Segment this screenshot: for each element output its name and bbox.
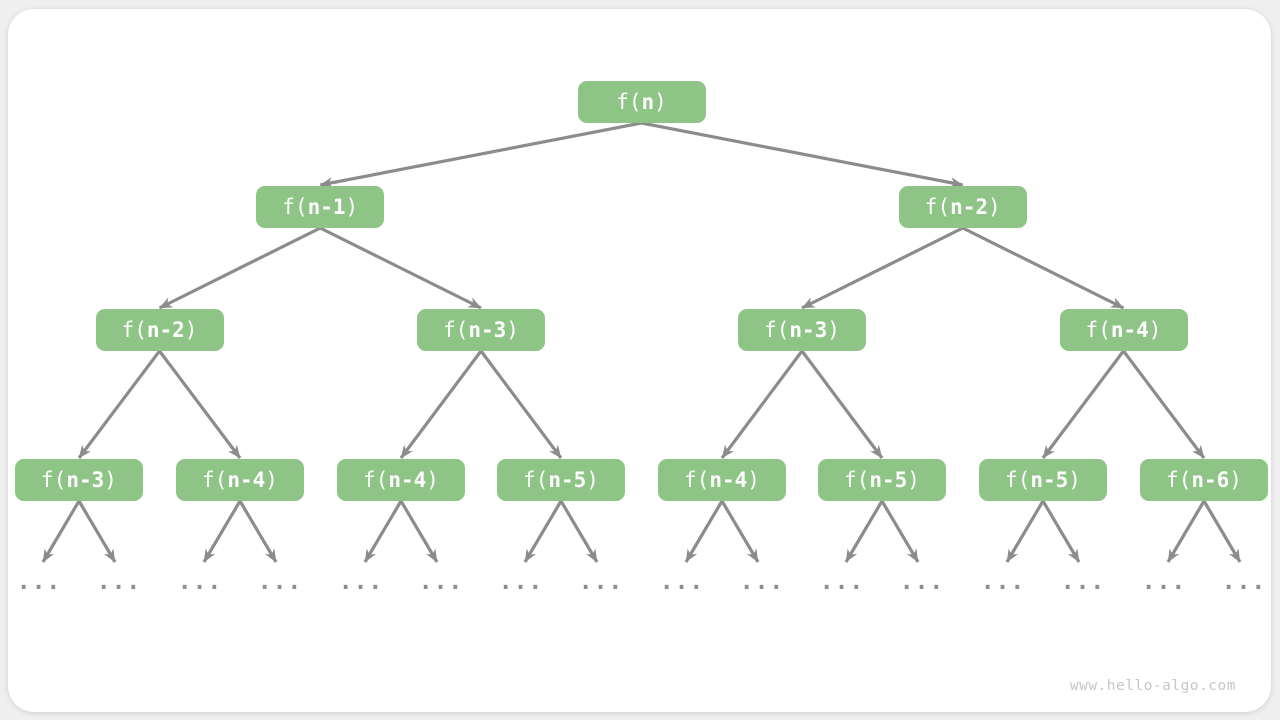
ellipsis-leaf: ... [1141, 569, 1187, 595]
node-label-variable: n-3 [66, 468, 105, 492]
ellipsis-leaf: ... [819, 569, 865, 595]
tree-node-level3-1: f(n-2) [95, 309, 224, 351]
node-label-suffix: ) [654, 90, 667, 114]
tree-node-level4-2: f(n-4) [176, 459, 304, 501]
node-label-variable: n-2 [146, 318, 185, 342]
node-label-suffix: ) [265, 468, 278, 492]
tree-node-level4-4: f(n-5) [497, 459, 625, 501]
tree-node-level4-6: f(n-5) [818, 459, 946, 501]
tree-node-level4-1: f(n-3) [15, 459, 143, 501]
node-label-variable: n-1 [307, 195, 346, 219]
node-label-prefix: f( [764, 318, 790, 342]
node-label-variable: n-3 [789, 318, 828, 342]
watermark: www.hello-algo.com [1069, 678, 1236, 694]
tree-node-level4-7: f(n-5) [979, 459, 1107, 501]
ellipsis-leaf: ... [16, 569, 62, 595]
node-label-variable: n-6 [1191, 468, 1230, 492]
node-label-variable: n-5 [548, 468, 587, 492]
node-label-suffix: ) [747, 468, 760, 492]
tree-node-level3-3: f(n-3) [738, 309, 866, 351]
ellipsis-leaf: ... [498, 569, 544, 595]
node-label-prefix: f( [1005, 468, 1031, 492]
node-label-prefix: f( [202, 468, 228, 492]
node-label-variable: n-4 [1110, 318, 1149, 342]
node-label-suffix: ) [827, 318, 840, 342]
node-label-prefix: f( [616, 90, 642, 114]
node-label-suffix: ) [345, 195, 359, 219]
ellipsis-leaf: ... [418, 569, 464, 595]
node-label-prefix: f( [684, 468, 710, 492]
node-label-prefix: f( [924, 195, 951, 219]
ellipsis-leaf: ... [96, 569, 142, 595]
ellipsis-leaf: ... [338, 569, 384, 595]
node-label-suffix: ) [586, 468, 599, 492]
node-label-prefix: f( [1085, 318, 1111, 342]
node-label-prefix: f( [523, 468, 549, 492]
node-label-suffix: ) [988, 195, 1001, 219]
node-label-variable: n [641, 90, 655, 114]
node-label-suffix: ) [426, 468, 439, 492]
node-label-variable: n-3 [468, 318, 507, 342]
node-label-suffix: ) [907, 468, 920, 492]
ellipsis-leaf: ... [1060, 569, 1106, 595]
node-label-variable: n-5 [1030, 468, 1069, 492]
node-label-prefix: f( [844, 468, 870, 492]
node-label-suffix: ) [506, 318, 519, 342]
ellipsis-leaf: ... [980, 569, 1026, 595]
tree-node-level2-2: f(n-2) [898, 186, 1027, 228]
ellipsis-leaf: ... [899, 569, 945, 595]
tree-node-level3-4: f(n-4) [1059, 309, 1188, 351]
node-label-suffix: ) [1148, 318, 1162, 342]
node-label-prefix: f( [121, 318, 147, 342]
node-label-prefix: f( [363, 468, 389, 492]
node-label-suffix: ) [1229, 468, 1242, 492]
node-label-prefix: f( [1166, 468, 1192, 492]
ellipsis-leaf: ... [177, 569, 223, 595]
node-label-variable: n-2 [950, 195, 989, 219]
node-label-variable: n-4 [709, 468, 748, 492]
node-label-suffix: ) [104, 468, 117, 492]
tree-node-level4-5: f(n-4) [658, 459, 786, 501]
ellipsis-leaf: ... [257, 569, 303, 595]
node-label-variable: n-4 [227, 468, 266, 492]
node-label-prefix: f( [443, 318, 469, 342]
ellipsis-leaf: ... [578, 569, 624, 595]
ellipsis-leaf: ... [739, 569, 785, 595]
ellipsis-leaf: ... [659, 569, 705, 595]
ellipsis-leaf: ... [1221, 569, 1267, 595]
node-label-variable: n-5 [869, 468, 908, 492]
tree-node-level2-1: f(n-1) [256, 186, 385, 228]
tree-node-level1-1: f(n) [577, 81, 706, 123]
node-label-suffix: ) [1068, 468, 1081, 492]
tree-node-level4-3: f(n-4) [337, 459, 465, 501]
tree-node-level3-2: f(n-3) [417, 309, 545, 351]
tree-node-level4-8: f(n-6) [1140, 459, 1268, 501]
node-label-prefix: f( [41, 468, 67, 492]
node-label-suffix: ) [184, 318, 198, 342]
node-label-variable: n-4 [388, 468, 427, 492]
node-label-prefix: f( [282, 195, 308, 219]
